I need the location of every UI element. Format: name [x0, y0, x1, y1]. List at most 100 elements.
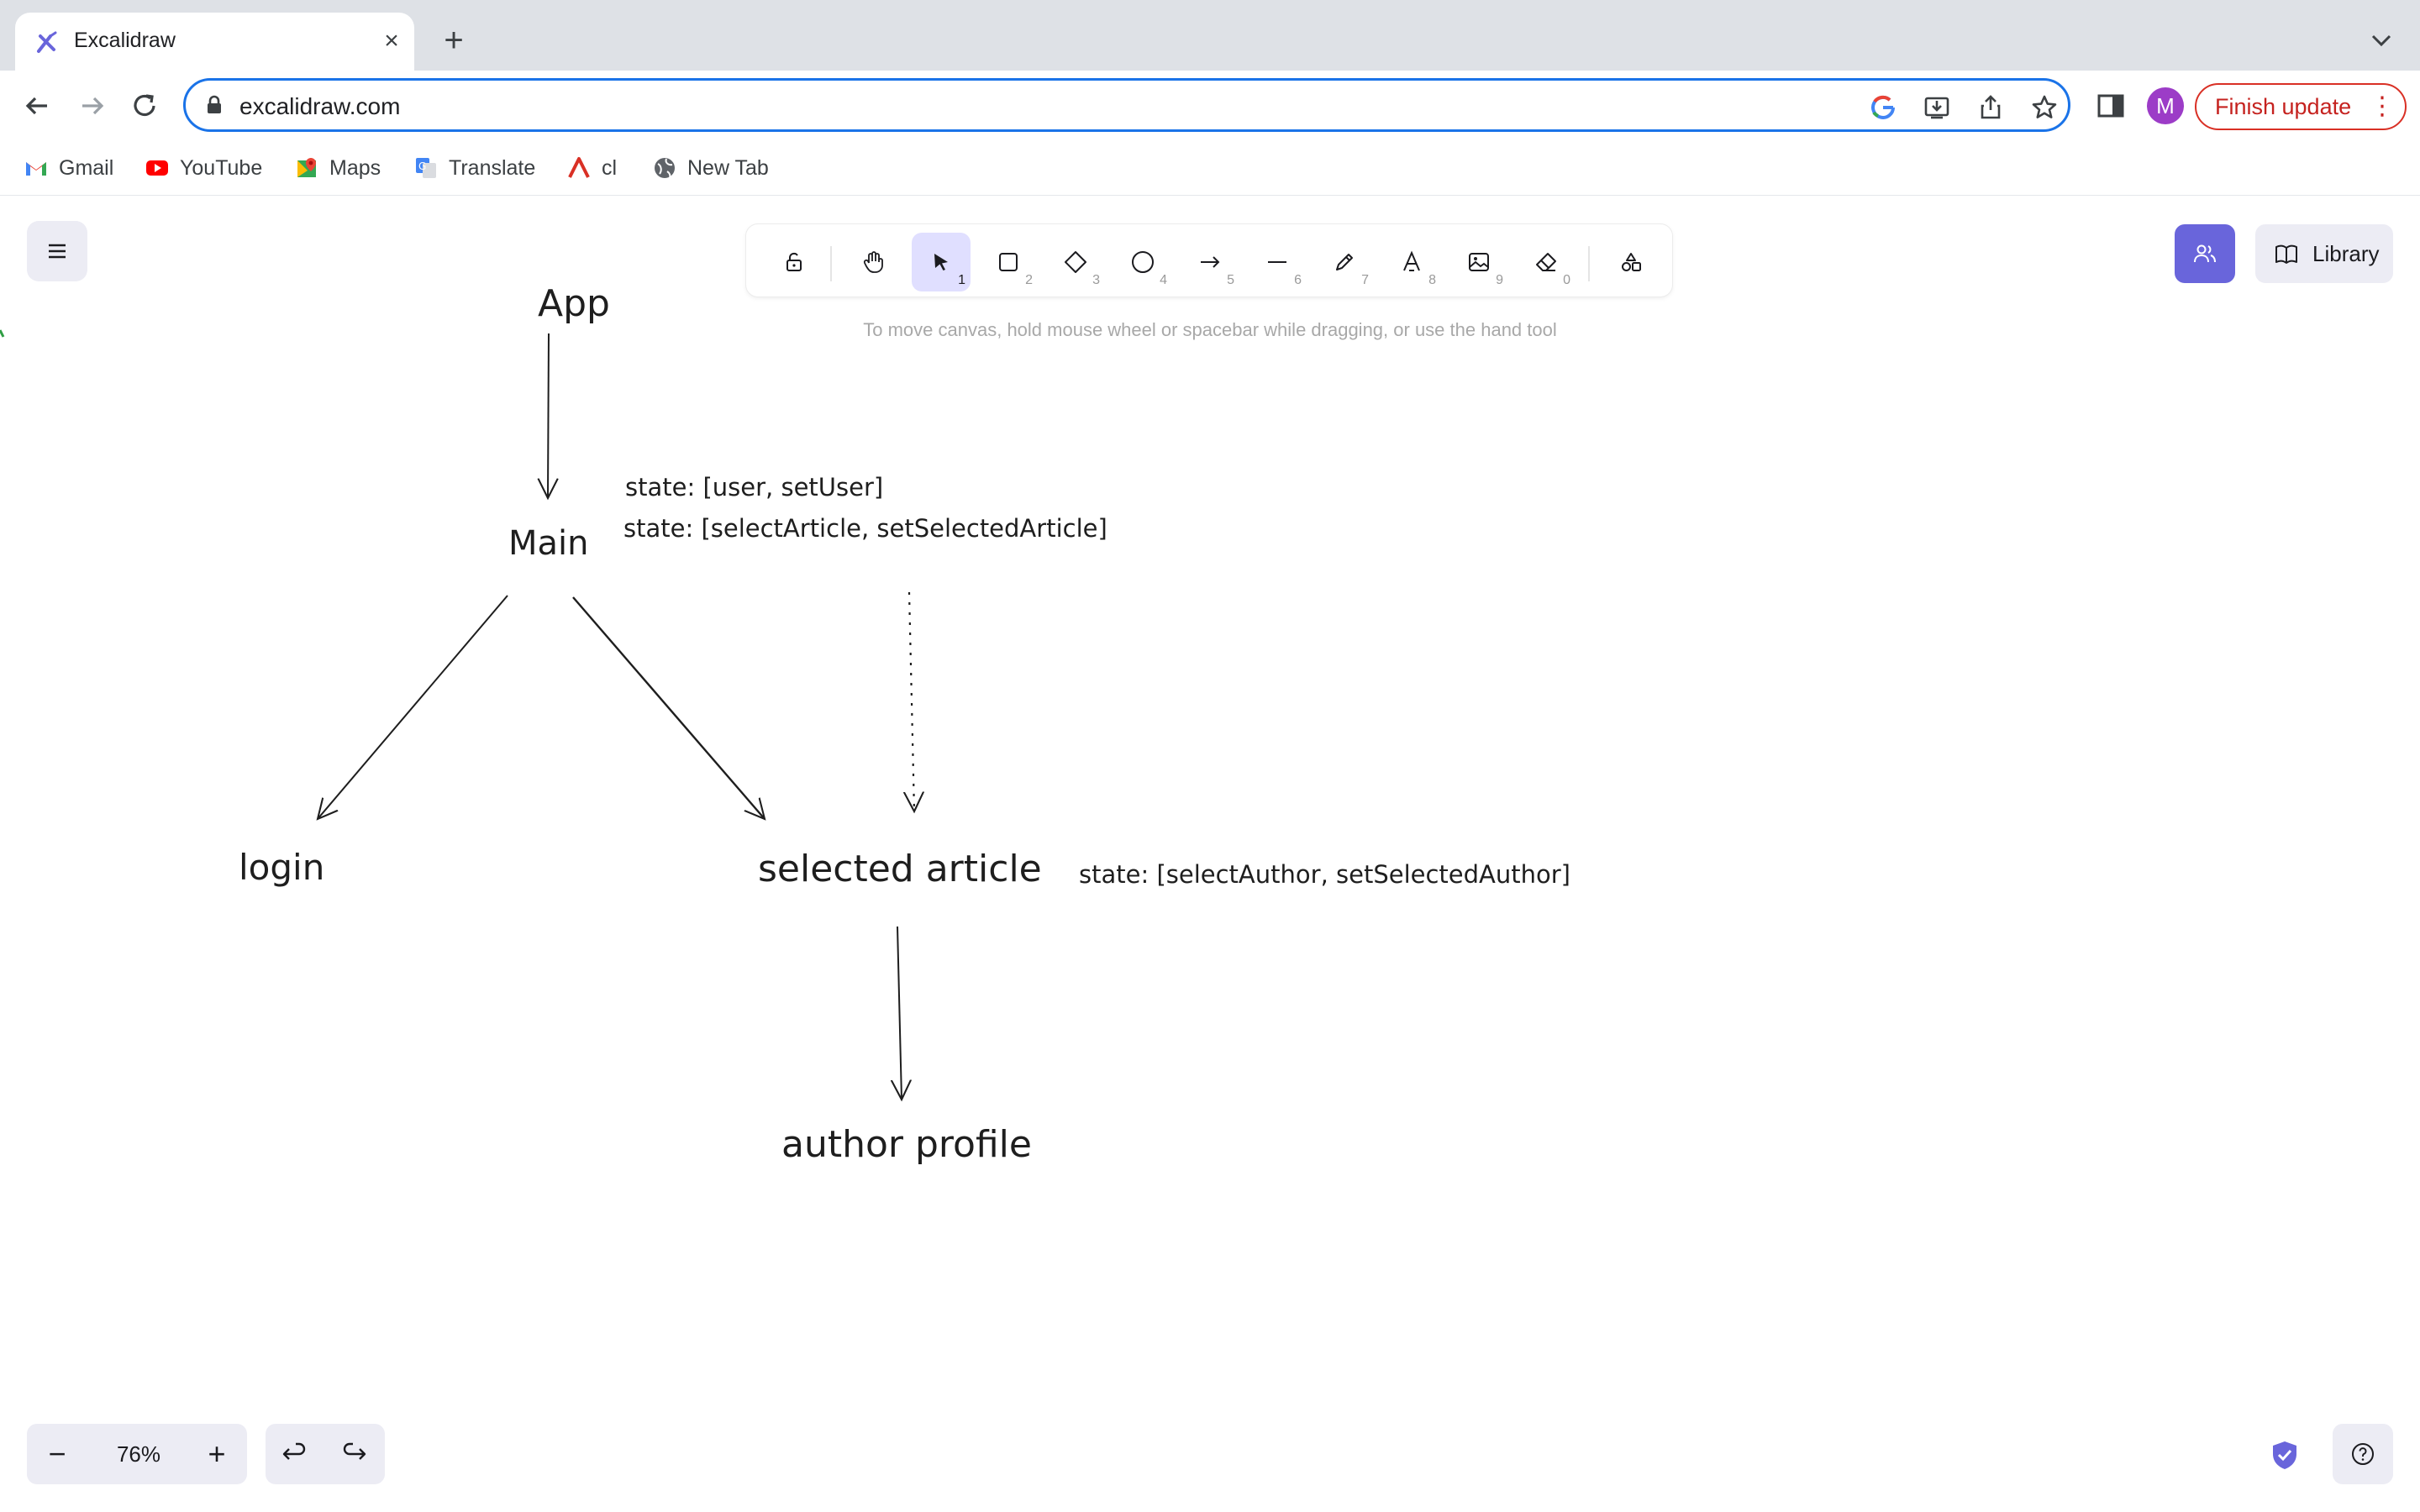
tool-selection[interactable]: 1: [912, 233, 971, 291]
redo-icon[interactable]: [338, 1437, 371, 1471]
bookmark-star-icon[interactable]: [2029, 92, 2060, 123]
bookmark-label: YouTube: [180, 155, 263, 180]
node-login[interactable]: login: [239, 847, 324, 888]
tool-lock[interactable]: [765, 233, 823, 291]
excalidraw-favicon-icon: [37, 31, 57, 53]
youtube-icon: [146, 160, 168, 176]
tool-draw[interactable]: 7: [1315, 233, 1374, 291]
offscreen-shape-fragment[interactable]: [0, 329, 5, 338]
tool-line[interactable]: 6: [1248, 233, 1307, 291]
tool-key: 5: [1227, 273, 1234, 287]
main-menu-button[interactable]: [27, 221, 87, 281]
arrow-main-to-selected-article[interactable]: [572, 596, 765, 819]
side-panel-icon[interactable]: [2094, 89, 2128, 123]
tool-key: 0: [1563, 273, 1570, 287]
note-article-state[interactable]: state: [selectArticle, setSelectedArticl…: [623, 514, 1107, 543]
lock-icon[interactable]: [203, 93, 226, 117]
zoom-out-button[interactable]: −: [48, 1436, 66, 1471]
zoom-in-button[interactable]: +: [208, 1436, 226, 1471]
zoom-controls: − 76% +: [27, 1424, 247, 1484]
finish-update-button[interactable]: Finish update ⋮: [2195, 83, 2407, 130]
tab-search-chevron-icon[interactable]: [2366, 25, 2396, 55]
drawing-canvas[interactable]: App Main login selected article author p…: [0, 196, 2420, 1512]
live-collaboration-button[interactable]: [2175, 224, 2235, 283]
install-app-icon[interactable]: [1922, 92, 1952, 123]
profile-avatar[interactable]: M: [2147, 87, 2184, 124]
node-app[interactable]: App: [538, 282, 610, 325]
bookmarks-bar: Gmail YouTube Maps G Translate: [0, 141, 2420, 197]
note-author-state[interactable]: state: [selectAuthor, setSelectedAuthor]: [1079, 860, 1570, 889]
pencil-icon: [1336, 254, 1353, 270]
toolbar-divider: [1588, 246, 1590, 281]
bookmark-maps[interactable]: Maps: [294, 153, 381, 183]
users-icon: [2194, 244, 2216, 263]
share-icon[interactable]: [1975, 92, 2006, 123]
history-controls: [266, 1424, 385, 1484]
bookmark-label: cl: [602, 155, 618, 180]
library-button[interactable]: Library: [2255, 224, 2393, 283]
tool-eraser[interactable]: 0: [1517, 233, 1576, 291]
back-icon[interactable]: [18, 87, 55, 124]
note-user-state[interactable]: state: [user, setUser]: [625, 473, 883, 501]
arrow-app-to-main[interactable]: [548, 333, 549, 498]
bookmark-label: Gmail: [59, 155, 114, 180]
shapes-toolbar: 1 2 3 4 5: [746, 224, 1672, 297]
tool-ellipse[interactable]: 4: [1113, 233, 1172, 291]
gmail-icon: [26, 162, 46, 176]
arrow-main-to-login[interactable]: [318, 595, 508, 819]
tool-key: 2: [1025, 273, 1033, 287]
arrow-selected-article-to-author-profile[interactable]: [897, 926, 902, 1100]
dotted-arrow-to-selected-article[interactable]: [909, 591, 914, 811]
eraser-icon: [1536, 253, 1556, 271]
bookmark-translate[interactable]: G Translate: [413, 153, 535, 183]
new-tab-icon[interactable]: +: [444, 22, 464, 59]
tool-rectangle[interactable]: 2: [979, 233, 1038, 291]
node-selected-article[interactable]: selected article: [758, 848, 1042, 890]
tool-text[interactable]: 8: [1382, 233, 1441, 291]
tool-extra-tools[interactable]: [1602, 233, 1660, 291]
help-icon: [2352, 1443, 2374, 1465]
tool-key: 6: [1294, 273, 1302, 287]
bookmark-gmail[interactable]: Gmail: [24, 153, 113, 183]
node-author-profile[interactable]: author profile: [781, 1123, 1032, 1166]
tool-key: 9: [1496, 273, 1503, 287]
tool-image[interactable]: 9: [1449, 233, 1508, 291]
encryption-shield-icon[interactable]: [2269, 1439, 2301, 1471]
image-icon: [1469, 253, 1489, 271]
tool-hand[interactable]: [844, 233, 903, 291]
tool-key: 1: [958, 273, 965, 287]
bookmark-cl[interactable]: cl: [566, 153, 617, 183]
tool-key: 3: [1092, 273, 1100, 287]
line-icon: [1268, 261, 1286, 263]
browser-tab[interactable]: Excalidraw ×: [15, 13, 414, 71]
forward-icon[interactable]: [74, 87, 111, 124]
google-icon[interactable]: [1868, 92, 1898, 123]
bookmark-label: Maps: [329, 155, 381, 180]
close-tab-icon[interactable]: ×: [384, 27, 399, 55]
address-bar[interactable]: excalidraw.com: [183, 78, 2070, 132]
hamburger-icon: [49, 244, 66, 259]
arrow-icon: [1201, 256, 1220, 268]
tool-arrow[interactable]: 5: [1181, 233, 1239, 291]
book-icon: [2275, 244, 2297, 264]
hand-icon: [863, 251, 883, 273]
rectangle-icon: [999, 253, 1018, 271]
maps-icon: [297, 158, 316, 177]
browser-toolbar: excalidraw.com: [0, 71, 2420, 141]
tool-diamond[interactable]: 3: [1046, 233, 1105, 291]
node-main[interactable]: Main: [508, 524, 589, 563]
shapes-icon: [1622, 253, 1641, 271]
undo-icon[interactable]: [277, 1437, 311, 1471]
bookmark-youtube[interactable]: YouTube: [145, 153, 262, 183]
svg-text:G: G: [418, 160, 426, 172]
help-button[interactable]: [2333, 1424, 2393, 1484]
reload-icon[interactable]: [126, 87, 163, 124]
library-label: Library: [2312, 241, 2380, 266]
tool-key: 8: [1428, 273, 1436, 287]
url-text[interactable]: excalidraw.com: [239, 93, 401, 119]
bookmark-new-tab[interactable]: New Tab: [652, 153, 769, 183]
more-menu-icon[interactable]: ⋮: [2370, 92, 2395, 120]
zoom-level-reset[interactable]: 76%: [116, 1441, 161, 1467]
canvas-hint: To move canvas, hold mouse wheel or spac…: [863, 319, 1557, 340]
bookmark-label: New Tab: [687, 155, 769, 180]
